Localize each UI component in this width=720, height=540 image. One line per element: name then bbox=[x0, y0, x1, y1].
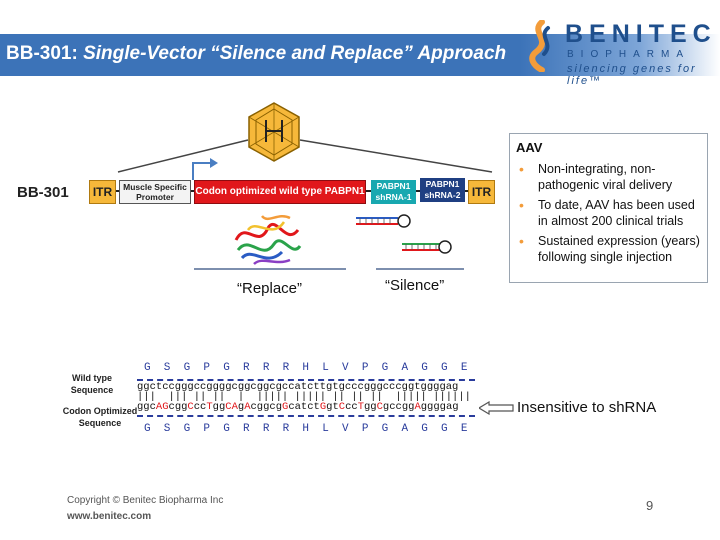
title-prefix: BB-301: bbox=[6, 43, 84, 64]
silence-caption: “Silence” bbox=[385, 277, 445, 294]
co-label-line2: Sequence bbox=[78, 418, 122, 428]
co-seq-segment: cggcg bbox=[250, 401, 283, 413]
shrna1-box: PABPN1 shRNA-1 bbox=[371, 180, 416, 204]
co-seq-segment: T bbox=[206, 401, 213, 413]
title-bar bbox=[0, 34, 520, 76]
aav-item: • Non-integrating, non-pathogenic viral d… bbox=[516, 161, 701, 193]
co-seq-segment: T bbox=[357, 401, 364, 413]
co-seq-segment: cc bbox=[345, 401, 358, 413]
slide-title: BB-301: Single-Vector “Silence and Repla… bbox=[6, 43, 506, 65]
footer-copyright: Copyright © Benitec Biopharma Inc bbox=[67, 495, 224, 506]
shrna2-line2: shRNA-2 bbox=[424, 190, 461, 200]
logo-word: BENITEC bbox=[565, 20, 717, 48]
co-codon-dashes bbox=[137, 415, 475, 418]
page-number: 9 bbox=[646, 498, 654, 513]
co-seq-segment: C bbox=[338, 401, 346, 413]
co-label-line1: Codon Optimized bbox=[62, 406, 138, 416]
promoter-box: Muscle Specific Promoter bbox=[119, 180, 191, 204]
aav-info-box: AAV • Non-integrating, non-pathogenic vir… bbox=[509, 133, 708, 283]
bullet-icon: • bbox=[519, 161, 524, 177]
construct-label: BB-301 bbox=[17, 184, 69, 201]
co-seq-segment: A bbox=[244, 401, 251, 413]
title-bar-fade bbox=[520, 34, 720, 76]
protein-structure-icon bbox=[234, 215, 302, 266]
bullet-icon: • bbox=[519, 233, 524, 249]
shrna1-line2: shRNA-1 bbox=[375, 192, 412, 202]
silence-rule bbox=[376, 268, 464, 270]
slide-header: BB-301: Single-Vector “Silence and Repla… bbox=[0, 0, 720, 92]
co-seq-segment: cc bbox=[193, 401, 207, 413]
wt-codon-dashes bbox=[137, 379, 475, 382]
co-seq-segment: C bbox=[187, 401, 194, 413]
co-seq-segment: A bbox=[414, 401, 421, 413]
shrna-hairpin-icon bbox=[356, 214, 452, 254]
co-seq-segment: CA bbox=[225, 401, 238, 413]
benitec-logo-icon bbox=[529, 20, 550, 72]
logo-tagline: silencing genes for life™ bbox=[567, 63, 697, 87]
replace-caption: “Replace” bbox=[237, 280, 303, 297]
co-seq-segment: ggc bbox=[137, 401, 156, 413]
co-seq-segment: g bbox=[237, 401, 245, 413]
wt-label-line1: Wild type bbox=[72, 373, 112, 383]
aav-title: AAV bbox=[516, 140, 543, 155]
co-seq-segment: ggggag bbox=[420, 401, 459, 413]
title-italic: Single-Vector “Silence and Replace” Appr… bbox=[83, 43, 507, 64]
aav-capsid-icon bbox=[117, 102, 493, 180]
aav-item-text: Non-integrating, non-pathogenic viral de… bbox=[538, 162, 673, 192]
aav-item-text: To date, AAV has been used in almost 200… bbox=[538, 198, 695, 228]
codon-optimized-sequence: ggcAGcggCccTggCAgAcggcgGcatctGgtCccTggCg… bbox=[137, 401, 459, 413]
co-seq-segment: AG bbox=[155, 401, 169, 413]
co-seq-segment: cgg bbox=[168, 401, 188, 413]
co-seq-segment: gccgg bbox=[382, 401, 415, 413]
wt-label-line2: Sequence bbox=[70, 385, 114, 395]
itr-right: ITR bbox=[468, 180, 495, 204]
co-seq-segment: G bbox=[319, 401, 327, 413]
wt-sequence: ggctccgggccggggcggcggcgccatcttgtgcccgggc… bbox=[137, 381, 459, 393]
co-seq-segment: G bbox=[282, 401, 289, 413]
aav-item: • Sustained expression (years) following … bbox=[516, 233, 701, 265]
bullet-icon: • bbox=[519, 197, 524, 213]
insensitive-label: Insensitive to shRNA bbox=[517, 399, 657, 416]
co-seq-segment: gg bbox=[212, 401, 226, 413]
promoter-line2: Promoter bbox=[136, 192, 174, 202]
co-label: Codon Optimized Sequence bbox=[54, 405, 146, 429]
wt-label: Wild type Sequence bbox=[54, 372, 130, 396]
wt-amino-acids: G S G P G R R R H L V P G A G G E bbox=[144, 362, 468, 374]
co-seq-segment: gt bbox=[326, 401, 339, 413]
co-seq-segment: gg bbox=[364, 401, 377, 413]
co-amino-acids: G S G P G R R R H L V P G A G G E bbox=[144, 423, 468, 435]
replace-rule bbox=[194, 268, 346, 270]
match-bars: ||| ||| || || | ||||| ||||| || || || |||… bbox=[137, 391, 471, 403]
itr-left: ITR bbox=[89, 180, 116, 204]
shrna2-box: PABPN1 shRNA-2 bbox=[420, 178, 465, 202]
shrna2-line1: PABPN1 bbox=[425, 179, 460, 189]
aav-item-text: Sustained expression (years) following s… bbox=[538, 234, 700, 264]
footer-url: www.benitec.com bbox=[67, 511, 152, 522]
arrow-left-icon bbox=[479, 401, 514, 415]
co-seq-segment: C bbox=[376, 401, 383, 413]
co-seq-segment: catct bbox=[288, 401, 320, 413]
shrna1-line1: PABPN1 bbox=[376, 181, 411, 191]
codon-optimized-box: Codon optimized wild type PABPN1 bbox=[194, 180, 366, 204]
aav-item: • To date, AAV has been used in almost 20… bbox=[516, 197, 701, 229]
promoter-line1: Muscle Specific bbox=[123, 182, 187, 192]
logo-sub: BIOPHARMA bbox=[567, 49, 691, 60]
